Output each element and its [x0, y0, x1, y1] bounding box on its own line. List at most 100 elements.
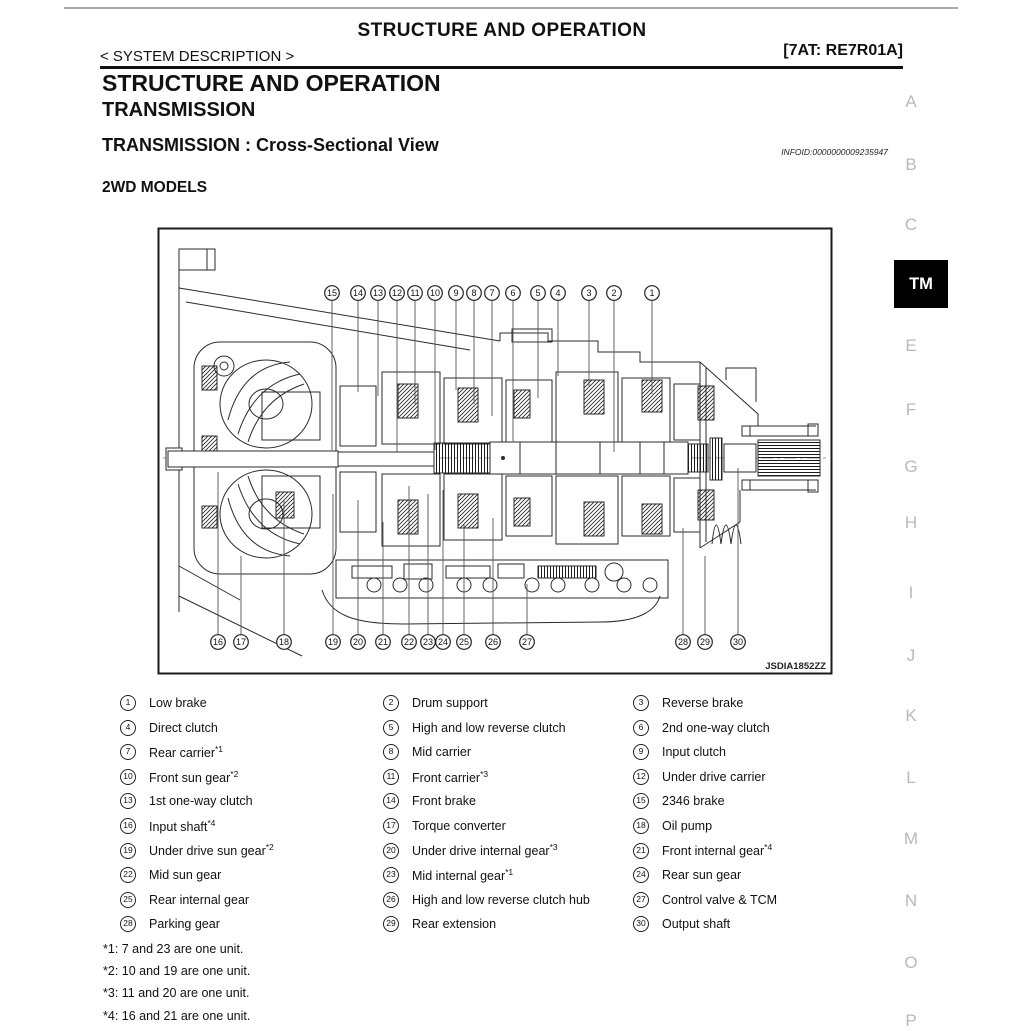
svg-text:16: 16	[213, 637, 223, 647]
svg-text:8: 8	[471, 288, 476, 298]
transmission-artwork	[163, 248, 830, 657]
legend-number-badge: 12	[633, 768, 649, 785]
legend-number-badge: 18	[633, 818, 649, 834]
legend-label: Torque converter	[412, 819, 506, 833]
legend-label: Oil pump	[662, 819, 713, 833]
section-tab-j: J	[906, 646, 916, 665]
svg-text:1: 1	[649, 288, 654, 298]
callout-14: 14	[350, 285, 366, 392]
legend-label: Output shaft	[662, 917, 731, 932]
legend-number-badge: 28	[120, 916, 136, 933]
callout-6: 6	[505, 285, 521, 442]
callout-13: 13	[370, 285, 386, 396]
legend-number-badge: 26	[383, 891, 399, 908]
svg-text:17: 17	[236, 637, 246, 647]
legend-number-badge: 29	[383, 916, 399, 933]
svg-text:23: 23	[423, 637, 433, 647]
svg-text:13: 13	[373, 288, 383, 298]
svg-text:7: 7	[489, 288, 494, 298]
svg-text:19: 19	[328, 637, 338, 647]
input-spline	[433, 442, 491, 474]
legend-number-badge: 15	[633, 793, 649, 810]
legend-footnotes: *1: 7 and 23 are one unit.*2: 10 and 19 …	[103, 938, 250, 1027]
svg-text:5: 5	[535, 288, 540, 298]
svg-text:6: 6	[510, 288, 515, 298]
callout-24: 24	[435, 490, 451, 650]
footnote: *2: 10 and 19 are one unit.	[103, 964, 251, 979]
callout-4: 4	[550, 285, 566, 376]
svg-text:3: 3	[586, 288, 591, 298]
legend-label: Rear extension	[412, 917, 497, 932]
legend-label: Mid sun gear	[149, 868, 222, 883]
legend-label: High and low reverse clutch	[412, 720, 566, 735]
legend-number-badge: 11	[383, 768, 399, 785]
svg-text:29: 29	[700, 637, 710, 647]
page-top-rule	[64, 7, 958, 9]
legend-label: Rear sun gear	[662, 868, 742, 883]
callout-27: 27	[519, 584, 535, 650]
svg-text:11: 11	[410, 288, 419, 298]
section-tab-o: O	[904, 953, 918, 972]
legend-number-badge: 22	[120, 867, 136, 884]
legend-label: Direct clutch	[149, 720, 218, 735]
callout-16: 16	[210, 472, 226, 650]
svg-text:20: 20	[353, 637, 363, 647]
legend-number-badge: 6	[633, 719, 649, 736]
callout-12: 12	[389, 285, 405, 452]
legend-number-badge: 30	[633, 916, 649, 933]
legend-number-badge: 14	[383, 793, 399, 810]
legend-label: 2346 brake	[662, 794, 725, 809]
legend-item-18: 18 Oil pump	[633, 814, 913, 839]
svg-text:14: 14	[353, 288, 363, 298]
legend-item-28: 28 Parking gear	[120, 912, 383, 937]
legend-item-30: 30 Output shaft	[633, 912, 913, 937]
callout-1: 1	[644, 285, 660, 394]
legend-label: Parking gear	[149, 917, 220, 932]
section-tab-k: K	[905, 706, 917, 725]
legend-label: Input clutch	[662, 745, 726, 760]
legend-label: Under drive sun gear*2	[149, 842, 274, 859]
section-tab-l: L	[906, 768, 916, 787]
footnote: *4: 16 and 21 are one unit.	[103, 1008, 251, 1023]
legend-number-badge: 24	[633, 867, 649, 884]
legend-number-badge: 16	[120, 818, 136, 834]
svg-text:18: 18	[279, 637, 289, 647]
svg-text:30: 30	[733, 637, 743, 647]
legend-number-badge: 20	[383, 842, 399, 859]
callout-2: 2	[606, 285, 622, 452]
legend-item-29: 29 Rear extension	[383, 912, 633, 937]
callout-7: 7	[484, 285, 500, 416]
legend-label: Control valve & TCM	[662, 892, 778, 907]
callout-3: 3	[581, 285, 597, 386]
callout-29: 29	[697, 556, 713, 650]
callout-17: 17	[233, 556, 249, 650]
legend-label: Under drive internal gear*3	[412, 842, 558, 859]
callout-8: 8	[466, 285, 482, 404]
legend-item-15: 15 2346 brake	[633, 789, 913, 814]
callout-10: 10	[427, 285, 443, 450]
section-tab-n: N	[904, 891, 918, 910]
svg-text:2: 2	[611, 288, 616, 298]
callout-20: 20	[350, 500, 366, 650]
svg-text:15: 15	[327, 288, 337, 298]
callout-15: 15	[324, 285, 340, 450]
legend-number-badge: 17	[383, 818, 399, 834]
callout-18: 18	[276, 500, 292, 650]
legend-number-badge: 10	[120, 768, 136, 785]
svg-text:22: 22	[404, 637, 414, 647]
section-heading: STRUCTURE AND OPERATION	[102, 70, 441, 96]
